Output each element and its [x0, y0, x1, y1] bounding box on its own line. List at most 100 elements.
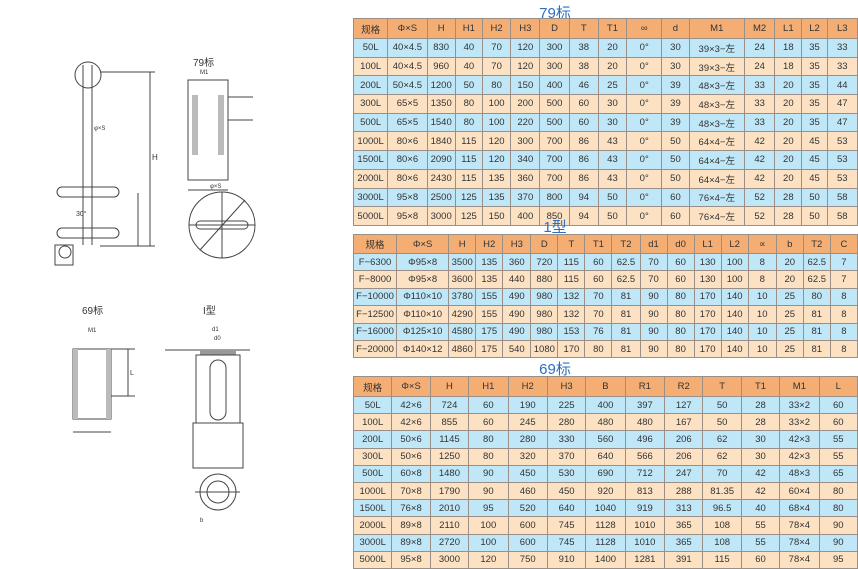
table-cell: 25 — [775, 339, 804, 359]
column-header: M2 — [743, 18, 776, 39]
table-cell: 30 — [661, 56, 690, 77]
table-cell: 1200 — [426, 75, 456, 96]
table-cell: 94 — [568, 187, 599, 208]
table-cell: 38 — [568, 38, 599, 58]
table-cell: 64×4−左 — [688, 168, 745, 189]
table-cell: 60 — [818, 395, 858, 415]
table-cell: 750 — [507, 550, 548, 569]
table-cell: 43 — [597, 168, 628, 189]
table-cell: 1500L — [352, 499, 393, 518]
table-cell: 96.5 — [702, 499, 742, 518]
table-cell: 7 — [829, 270, 858, 289]
table-cell: 115 — [454, 131, 483, 152]
table-cell: 490 — [502, 287, 532, 307]
table-cell: 450 — [546, 481, 587, 501]
table-cell: 64×4−左 — [688, 150, 745, 170]
dim-label-phis-2: φ×S — [210, 184, 221, 190]
table-cell: 39 — [661, 112, 690, 133]
dim-label-d0: d0 — [214, 336, 221, 342]
table-cell: 60 — [666, 270, 695, 289]
table-cell: 5000L — [352, 206, 389, 226]
table-cell: 170 — [557, 339, 586, 359]
table-cell: 25 — [775, 287, 804, 307]
column-header: Φ×S — [387, 18, 428, 39]
column-header: H2 — [507, 376, 548, 397]
column-header: H1 — [454, 18, 483, 39]
table-cell: 690 — [585, 464, 626, 483]
table-cell: 300 — [539, 56, 570, 77]
table-cell: 8 — [829, 322, 858, 341]
table-cell: 115 — [557, 270, 586, 289]
table-cell: 1000L — [352, 481, 393, 501]
table-cell: 55 — [818, 447, 858, 466]
table-cell: 78×4 — [779, 533, 820, 552]
table-cell: 20 — [774, 112, 803, 133]
table-cell: 70 — [702, 464, 742, 483]
table-cell: 450 — [507, 464, 548, 483]
table-cell: 80 — [802, 287, 831, 307]
column-header: L3 — [826, 18, 858, 39]
table-cell: 50 — [661, 168, 690, 189]
table-cell: 980 — [530, 287, 559, 307]
table-cell: 18 — [774, 56, 803, 77]
column-header: C — [829, 234, 858, 254]
table-cell: 127 — [664, 395, 704, 415]
column-header: H — [426, 18, 456, 39]
table-cell: 48×3−左 — [688, 94, 745, 114]
table-cell: 20 — [597, 38, 628, 58]
table-cell: 53 — [826, 150, 858, 170]
table-cell: 490 — [502, 305, 532, 324]
table-cell: 89×8 — [391, 533, 431, 552]
table-cell: 35 — [801, 75, 828, 96]
table-cell: F−10000 — [352, 287, 398, 307]
table-cell: 200L — [352, 75, 389, 96]
table-cell: 500L — [352, 112, 389, 133]
table-cell: 365 — [664, 533, 704, 552]
table-cell: 100 — [481, 112, 512, 133]
table-cell: 4860 — [448, 339, 477, 359]
dim-label-angle: 30° — [76, 210, 87, 218]
table-cell: 20 — [775, 270, 804, 289]
table-cell: 80 — [468, 447, 509, 466]
column-header: T — [702, 376, 742, 397]
table-cell: 76×4−左 — [688, 206, 745, 226]
column-header: H3 — [546, 376, 587, 397]
table-cell: 50 — [597, 206, 628, 226]
dim-label-H: H — [152, 153, 158, 162]
table-cell: 140 — [720, 322, 749, 341]
table-cell: 800 — [539, 187, 570, 208]
table-cell: 1480 — [429, 464, 470, 483]
table-cell: 170 — [693, 287, 722, 307]
table-cell: 47 — [826, 94, 858, 114]
table-cell: 50 — [801, 206, 828, 226]
table-cell: 52 — [743, 187, 776, 208]
table-cell: 25 — [597, 75, 628, 96]
table-cell: 3500 — [448, 252, 477, 272]
table-cell: 44 — [826, 75, 858, 96]
table-cell: 4290 — [448, 305, 477, 324]
table-cell: 490 — [502, 322, 532, 341]
table-cell: 1128 — [585, 533, 626, 552]
table-cell: 52 — [743, 206, 776, 226]
table-cell: 153 — [557, 322, 586, 341]
table-cell: F−16000 — [352, 322, 398, 341]
table-cell: 115 — [557, 252, 586, 272]
column-header: T1 — [584, 234, 613, 254]
table-cell: 245 — [507, 413, 548, 432]
column-header: M1 — [688, 18, 745, 39]
table-cell: 90 — [639, 339, 668, 359]
table-cell: 80 — [666, 339, 695, 359]
table-cell: 39 — [661, 94, 690, 114]
table-cell: 480 — [585, 413, 626, 432]
column-header: R2 — [664, 376, 704, 397]
table-cell: 500L — [352, 464, 393, 483]
table-cell: 90 — [818, 516, 858, 535]
table-cell: 1010 — [624, 533, 666, 552]
table-cell: 65 — [818, 464, 858, 483]
table-cell: 100L — [352, 56, 389, 77]
table-cell: 53 — [826, 168, 858, 189]
table-79-title: 79标 — [539, 5, 571, 22]
